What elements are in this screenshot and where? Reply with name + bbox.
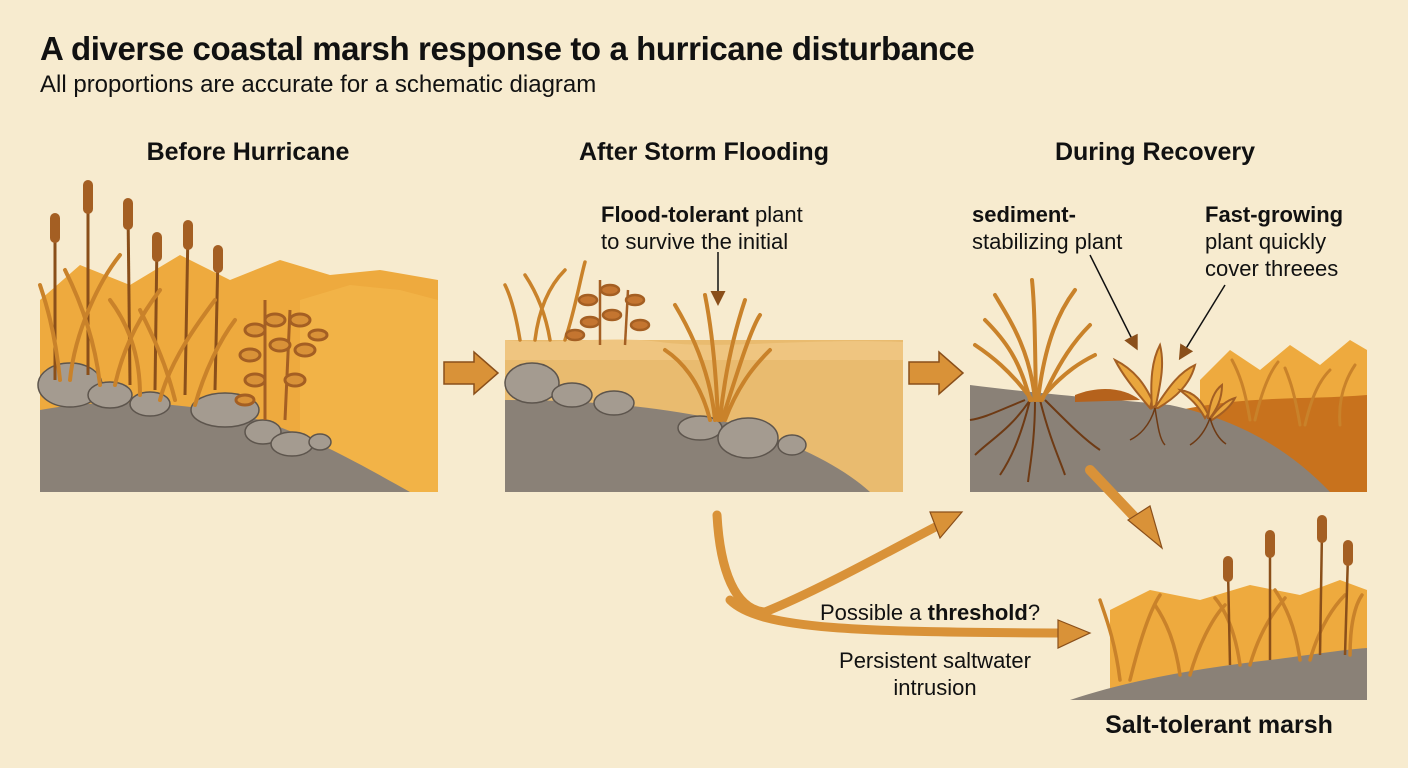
salt-cattails: [1226, 529, 1350, 666]
panel-title-before: Before Hurricane: [146, 138, 350, 166]
annotation-fast-growing-line3: cover threees: [1205, 256, 1339, 281]
diagram-title: A diverse coastal marsh response to a hu…: [40, 30, 975, 67]
annotation-sediment-line2: stabilizing plant: [972, 229, 1123, 254]
annotation-threshold: Possible a threshold?: [820, 599, 1040, 626]
annotation-flood-tolerant-rest: plant: [748, 202, 803, 227]
fast-growing-roots: [1129, 407, 1227, 446]
annotation-fast-growing-line2: plant quickly: [1205, 229, 1327, 254]
annotation-flood-tolerant: Flood-tolerant plant to survive the init…: [601, 201, 803, 255]
panel-title-recovery: During Recovery: [1054, 138, 1256, 166]
diagram-subtitle: All proportions are accurate for a schem…: [40, 71, 597, 98]
arrow-recovery-to-salt: [1085, 465, 1164, 550]
sediment-stabilizing-plant: [973, 278, 1097, 402]
recovery-grass: [1230, 358, 1357, 427]
threshold-arrows: [712, 510, 1092, 649]
annotation-threshold-bold: threshold: [927, 600, 1028, 625]
annotation-flood-tolerant-line2: to survive the initial: [601, 229, 789, 254]
annotation-flood-tolerant-bold: Flood-tolerant: [601, 202, 749, 227]
fast-growing-pointer: [1178, 284, 1226, 361]
annotation-saltwater-line2: intrusion: [893, 675, 977, 700]
sediment-plant-roots: [969, 399, 1101, 483]
after-flooding-scene: [503, 252, 903, 492]
annotation-saltwater: Persistent saltwater intrusion: [830, 647, 1040, 701]
salt-marsh-scene: [1070, 515, 1367, 700]
fast-growing-plant: [1112, 342, 1237, 422]
salt-grass: [1098, 588, 1364, 682]
annotation-fast-growing-bold: Fast-growing: [1205, 202, 1344, 227]
annotation-threshold-post: ?: [1027, 600, 1041, 625]
before-hurricane-scene: [37, 180, 438, 492]
annotation-threshold-pre: Possible a: [820, 600, 928, 625]
reeds-before: [38, 253, 237, 407]
panel-title-after: After Storm Flooding: [579, 138, 829, 166]
arrow-after-to-recovery: [908, 350, 965, 396]
sediment-pointer: [1089, 254, 1138, 351]
arrow-before-to-after: [443, 350, 500, 396]
annotation-sediment-bold: sediment-: [972, 202, 1076, 227]
rocks-after: [504, 362, 807, 459]
flood-tolerant-plant: [663, 293, 772, 422]
annotation-saltwater-line1: Persistent saltwater: [839, 648, 1031, 673]
shrub-before: [234, 300, 329, 421]
annotation-sediment: sediment- stabilizing plant: [972, 201, 1122, 255]
annotation-fast-growing: Fast-growing plant quickly cover threees: [1205, 201, 1343, 282]
flood-shrub: [564, 280, 651, 346]
recovery-scene: [969, 254, 1367, 492]
drowned-reeds: [503, 260, 587, 342]
panel-title-salt: Salt-tolerant marsh: [1105, 711, 1333, 739]
